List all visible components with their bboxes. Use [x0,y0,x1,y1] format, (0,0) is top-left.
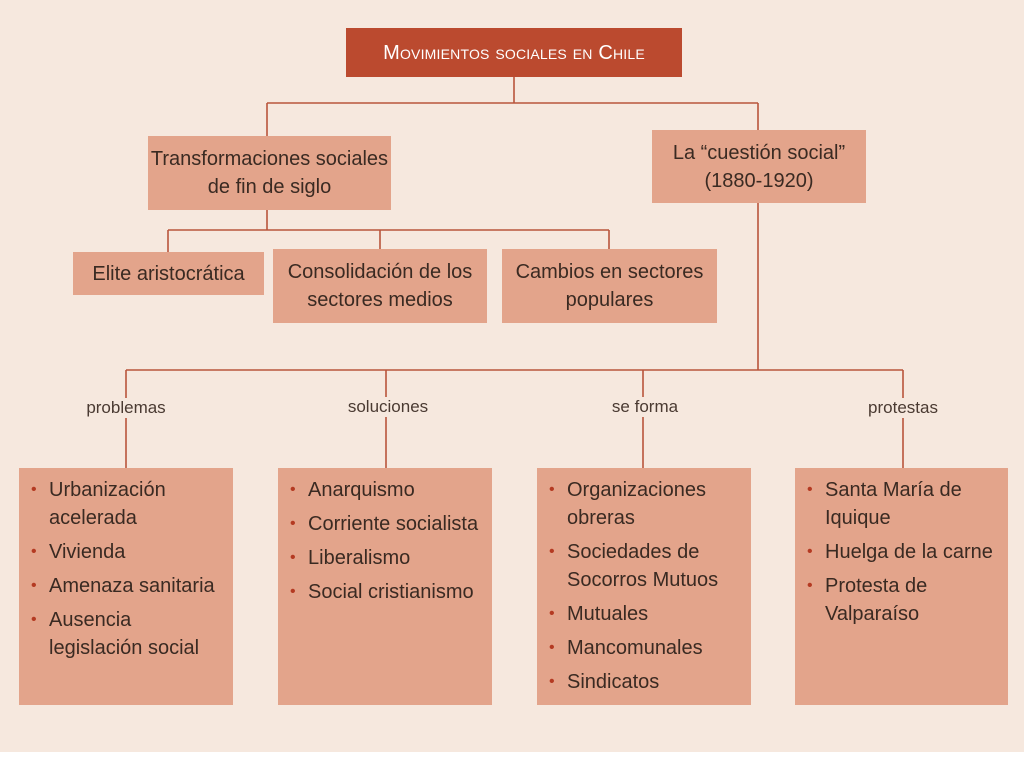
bullet-icon: • [31,577,37,594]
list-item: • Anarquismo [290,476,482,504]
list-item-text: Amenaza sanitaria [49,575,215,597]
se-forma-list-box: • Organizaciones obreras • Sociedades de S… [537,468,751,705]
problemas-list-box: • Urbanización acelerada • Vivienda • Amena… [19,468,233,705]
list-item: • Huelga de la carne [807,538,998,566]
bullet-icon: • [290,481,296,498]
list-item-text: Vivienda [49,541,126,563]
list-item: • Santa María de Iquique [807,476,998,532]
bullet-icon: • [549,673,555,690]
sub-node-elite: Elite aristocrática [73,252,264,295]
bullet-icon: • [31,611,37,628]
right-branch-node: La “cuestión social” (1880-1920) [652,130,866,203]
left-branch-node: Transformaciones sociales de fin de sigl… [148,136,391,210]
root-node: Movimientos sociales en Chile [346,28,682,77]
bullet-icon: • [290,549,296,566]
bullet-icon: • [290,583,296,600]
list-item-text: Protesta de Valparaíso [825,575,928,625]
list-item-text: Sociedades de Socorros Mutuos [567,541,719,591]
sub-node-label: Consolidación de los sectores medios [287,261,473,311]
sub-node-label: Elite aristocrática [92,262,245,285]
left-branch-label: Transformaciones sociales de fin de sigl… [150,148,389,198]
bullet-icon: • [549,481,555,498]
list-item: • Corriente socialista [290,510,482,538]
sub-node-label: Cambios en sectores populares [515,261,704,311]
bullet-icon: • [31,543,37,560]
list-item-text: Anarquismo [308,479,415,501]
list-item-text: Huelga de la carne [825,541,993,563]
bullet-icon: • [549,543,555,560]
soluciones-list-box: • Anarquismo • Corriente socialista • Liber… [278,468,492,705]
list-item: • Ausencia legislación social [31,606,223,662]
bullet-icon: • [807,481,813,498]
bullet-icon: • [290,515,296,532]
list-item: • Urbanización acelerada [31,476,223,532]
list-item-text: Ausencia legislación social [49,609,200,659]
right-branch-label: La “cuestión social” (1880-1920) [672,141,846,192]
protestas-list: • Santa María de Iquique • Huelga de la ca… [807,476,998,628]
sub-node-sectores-medios: Consolidación de los sectores medios [273,249,487,323]
list-item-text: Corriente socialista [308,513,479,535]
list-item-text: Mutuales [567,603,649,625]
list-item: • Mutuales [549,600,741,628]
list-item: • Sindicatos [549,668,741,696]
problemas-list: • Urbanización acelerada • Vivienda • Amena… [31,476,223,662]
bullet-icon: • [31,481,37,498]
protestas-list-box: • Santa María de Iquique • Huelga de la ca… [795,468,1008,705]
edge-label-soluciones: soluciones [344,397,432,417]
list-item-text: Mancomunales [567,637,703,659]
edge-label-se-forma: se forma [608,397,682,417]
bullet-icon: • [549,639,555,656]
list-item: • Liberalismo [290,544,482,572]
list-item: • Sociedades de Socorros Mutuos [549,538,741,594]
list-item-text: Urbanización acelerada [49,479,166,529]
list-item: • Protesta de Valparaíso [807,572,998,628]
se-forma-list: • Organizaciones obreras • Sociedades de S… [549,476,741,696]
list-item: • Social cristianismo [290,578,482,606]
list-item: • Amenaza sanitaria [31,572,223,600]
list-item-text: Santa María de Iquique [825,479,962,529]
bullet-icon: • [807,577,813,594]
list-item: • Vivienda [31,538,223,566]
bottom-strip [0,752,1024,768]
edge-label-problemas: problemas [83,398,169,418]
edge-label-protestas: protestas [865,398,941,418]
sub-node-sectores-populares: Cambios en sectores populares [502,249,717,323]
list-item: • Mancomunales [549,634,741,662]
bullet-icon: • [549,605,555,622]
root-label: Movimientos sociales en Chile [383,41,645,64]
list-item-text: Organizaciones obreras [567,479,706,529]
soluciones-list: • Anarquismo • Corriente socialista • Liber… [290,476,482,606]
list-item-text: Social cristianismo [308,581,474,603]
list-item-text: Sindicatos [567,671,660,693]
list-item-text: Liberalismo [308,547,411,569]
bullet-icon: • [807,543,813,560]
list-item: • Organizaciones obreras [549,476,741,532]
